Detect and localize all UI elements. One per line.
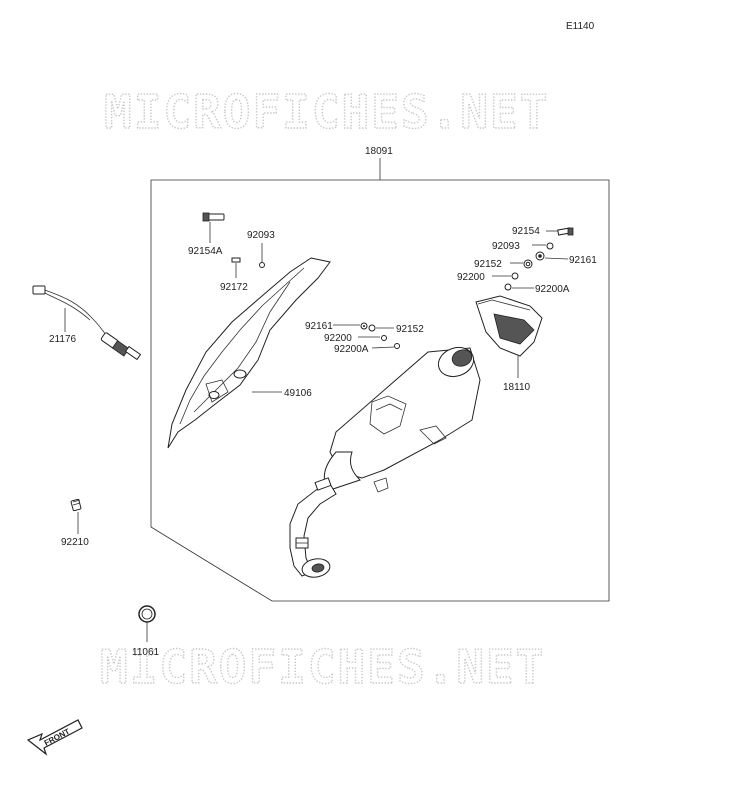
washer-92200-mid-icon[interactable] xyxy=(381,335,387,341)
watermark-bottom: MICROFICHES.NET xyxy=(100,640,545,694)
oxygen-sensor-21176-icon[interactable] xyxy=(32,285,142,361)
collar-92152-mid-icon[interactable] xyxy=(368,324,376,332)
label-92200-right[interactable]: 92200 xyxy=(457,272,485,283)
nut-92200A-right-icon[interactable] xyxy=(504,283,512,291)
label-92152-mid[interactable]: 92152 xyxy=(396,324,424,335)
label-92161-mid[interactable]: 92161 xyxy=(305,321,333,332)
assembly-boundary xyxy=(150,179,610,602)
label-92200A-mid[interactable]: 92200A xyxy=(334,344,369,355)
label-92152-right[interactable]: 92152 xyxy=(474,259,502,270)
label-92093-right[interactable]: 92093 xyxy=(492,241,520,252)
label-49106[interactable]: 49106 xyxy=(284,388,312,399)
bolt-92154A-icon[interactable] xyxy=(202,212,225,222)
clip-92093-icon[interactable] xyxy=(259,262,265,268)
label-92161-right[interactable]: 92161 xyxy=(569,255,597,266)
muffler-cover-18110-icon[interactable] xyxy=(475,295,543,357)
nut-92200A-mid-icon[interactable] xyxy=(394,343,400,349)
plug-92210-icon[interactable] xyxy=(70,498,82,512)
label-21176[interactable]: 21176 xyxy=(49,334,77,345)
label-18110[interactable]: 18110 xyxy=(503,382,531,393)
front-label: FRONT xyxy=(43,727,72,748)
washer-92200-right-icon[interactable] xyxy=(511,272,519,280)
muffler-assembly-icon[interactable] xyxy=(289,343,481,580)
label-92200A-right[interactable]: 92200A xyxy=(535,284,570,295)
label-92200-mid[interactable]: 92200 xyxy=(324,333,352,344)
washer-92161-mid-icon[interactable] xyxy=(360,322,368,330)
front-arrow-icon: FRONT xyxy=(26,719,83,756)
label-92093-left[interactable]: 92093 xyxy=(247,230,275,241)
screw-92172-icon[interactable] xyxy=(231,257,241,263)
bolt-92154-icon[interactable] xyxy=(557,227,574,236)
watermark-top: MICROFICHES.NET xyxy=(104,85,549,139)
washer-92161-right-icon[interactable] xyxy=(535,251,545,261)
collar-92152-right-icon[interactable] xyxy=(523,259,533,269)
gasket-11061-icon[interactable] xyxy=(138,605,156,623)
label-92210[interactable]: 92210 xyxy=(61,537,89,548)
label-11061[interactable]: 11061 xyxy=(132,647,160,658)
clip-92093-right-icon[interactable] xyxy=(546,242,554,250)
label-92154[interactable]: 92154 xyxy=(512,226,540,237)
diagram-code: E1140 xyxy=(566,21,595,32)
label-18091[interactable]: 18091 xyxy=(365,146,393,157)
heat-shield-49106-icon[interactable] xyxy=(167,257,331,449)
label-92172[interactable]: 92172 xyxy=(220,282,248,293)
label-92154A[interactable]: 92154A xyxy=(188,246,223,257)
